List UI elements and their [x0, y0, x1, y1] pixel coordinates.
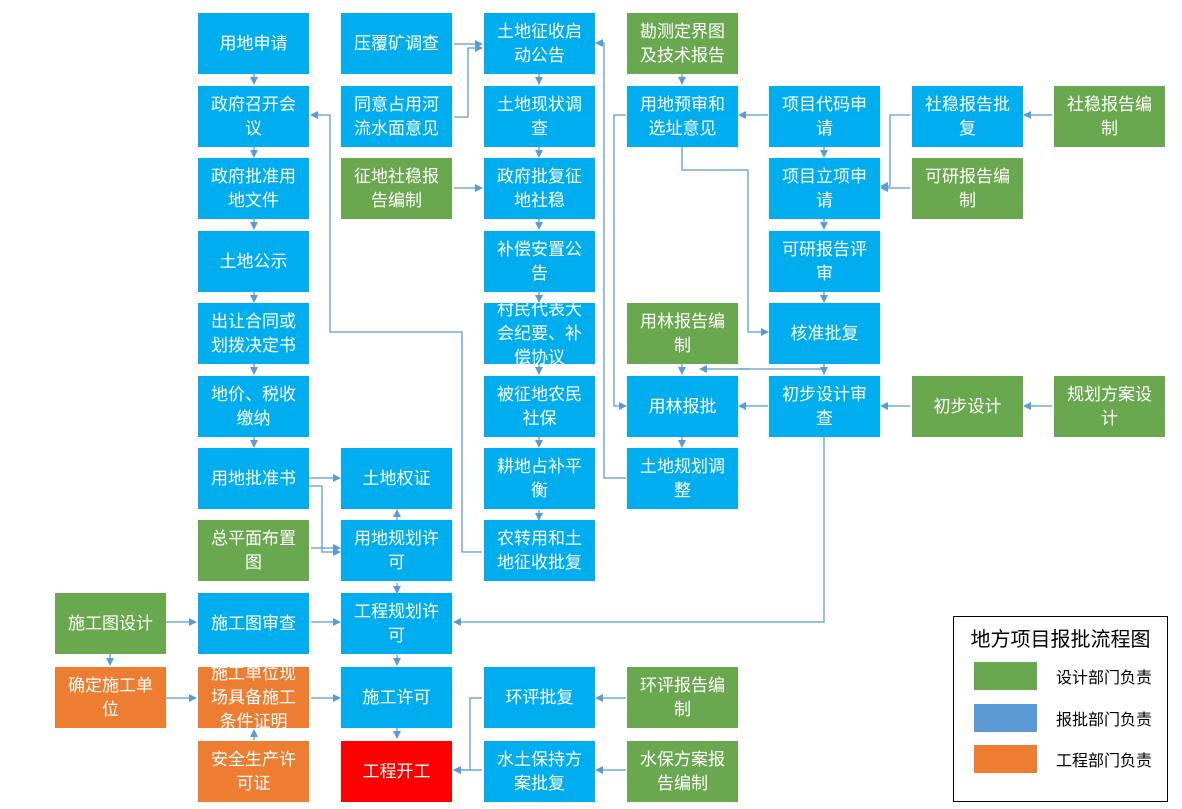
node-preliminary-design: 初步设计 — [912, 376, 1023, 437]
legend-item-engineering: 工程部门负责 — [974, 745, 1164, 775]
node-land-status-survey: 土地现状调查 — [484, 86, 595, 147]
legend-swatch-engineering — [974, 745, 1037, 773]
node-forest-use-report: 用林报告编制 — [627, 303, 738, 364]
node-survey-boundary-map: 勘测定界图及技术报告 — [627, 13, 738, 74]
node-farmland-balance: 耕地占补平衡 — [484, 448, 595, 509]
node-preliminary-design-review: 初步设计审查 — [769, 376, 880, 437]
node-planning-scheme-design: 规划方案设计 — [1054, 376, 1165, 437]
node-land-price-tax: 地价、税收缴纳 — [198, 376, 309, 437]
legend-swatch-design — [974, 662, 1037, 690]
legend-title: 地方项目报批流程图 — [970, 627, 1151, 651]
legend: 地方项目报批流程图 设计部门负责 报批部门负责 工程部门负责 — [953, 616, 1168, 802]
legend-label-design: 设计部门负责 — [1056, 668, 1153, 687]
node-land-planning-adjustment: 土地规划调整 — [627, 448, 738, 509]
node-stability-report-drafting: 社稳报告编制 — [1054, 86, 1165, 147]
legend-swatch-approval — [974, 704, 1037, 732]
node-land-approval-certificate: 用地批准书 — [198, 448, 309, 509]
node-construction-drawing-review: 施工图审查 — [198, 593, 309, 654]
node-feasibility-report: 可研报告编制 — [912, 158, 1023, 219]
node-compensation-notice: 补偿安置公告 — [484, 231, 595, 292]
node-river-occupation-opinion: 同意占用河流水面意见 — [341, 86, 452, 147]
node-construction-permit: 施工许可 — [341, 667, 452, 728]
node-government-stability-reply: 政府批复征地社稳 — [484, 158, 595, 219]
legend-item-approval: 报批部门负责 — [974, 704, 1164, 734]
node-site-readiness-proof: 施工单位现场具备施工条件证明 — [198, 667, 309, 728]
node-land-preliminary-review: 用地预审和选址意见 — [627, 86, 738, 147]
node-soil-water-report: 水保方案报告编制 — [627, 741, 738, 802]
node-engineering-planning-permit: 工程规划许可 — [341, 593, 452, 654]
node-project-code-application: 项目代码申请 — [769, 86, 880, 147]
legend-label-engineering: 工程部门负责 — [1056, 751, 1153, 770]
node-general-layout-plan: 总平面布置图 — [198, 520, 309, 581]
node-government-meeting: 政府召开会议 — [198, 86, 309, 147]
legend-item-design: 设计部门负责 — [974, 662, 1164, 692]
node-project-start: 工程开工 — [341, 741, 452, 802]
node-land-planning-permit: 用地规划许可 — [341, 520, 452, 581]
node-villager-meeting-minutes: 村民代表大会纪要、补偿协议 — [484, 303, 595, 364]
node-land-title-certificate: 土地权证 — [341, 448, 452, 509]
node-land-conversion-approval: 农转用和土地征收批复 — [484, 520, 595, 581]
node-land-use-application: 用地申请 — [198, 13, 309, 74]
node-stability-report-reply: 社稳报告批复 — [912, 86, 1023, 147]
node-eia-approval: 环评批复 — [484, 667, 595, 728]
node-land-stability-report: 征地社稳报告编制 — [341, 158, 452, 219]
node-land-acquisition-notice: 土地征收启动公告 — [484, 13, 595, 74]
node-forest-use-approval: 用林报批 — [627, 376, 738, 437]
node-transfer-contract: 出让合同或划拨决定书 — [198, 303, 309, 364]
node-feasibility-review: 可研报告评审 — [769, 231, 880, 292]
node-mineral-overlay-survey: 压覆矿调查 — [341, 13, 452, 74]
node-approval-reply: 核准批复 — [769, 303, 880, 364]
node-project-initiation: 项目立项申请 — [769, 158, 880, 219]
legend-label-approval: 报批部门负责 — [1056, 710, 1153, 729]
node-eia-report: 环评报告编制 — [627, 667, 738, 728]
node-land-publicity: 土地公示 — [198, 231, 309, 292]
node-select-contractor: 确定施工单位 — [55, 667, 166, 728]
node-farmer-social-security: 被征地农民社保 — [484, 376, 595, 437]
node-construction-drawing-design: 施工图设计 — [55, 593, 166, 654]
node-soil-water-approval: 水土保持方案批复 — [484, 741, 595, 802]
node-government-land-approval: 政府批准用地文件 — [198, 158, 309, 219]
node-safety-production-license: 安全生产许可证 — [198, 741, 309, 802]
